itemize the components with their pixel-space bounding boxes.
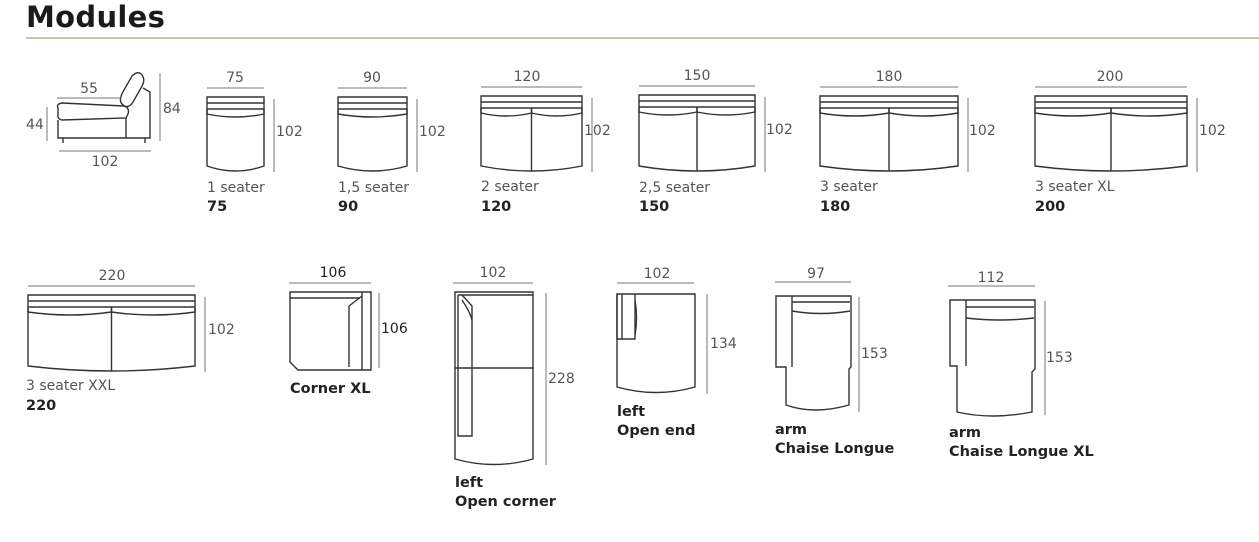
module-code: 75 <box>207 199 228 215</box>
seat-cushion <box>530 108 583 117</box>
side-legs <box>62 138 146 143</box>
side-seat-cushion <box>56 102 130 121</box>
seat-cushion <box>206 109 265 118</box>
module-code: 220 <box>26 398 57 414</box>
seat-cushion <box>819 108 890 117</box>
module-depth: 153 <box>1046 350 1073 366</box>
corner-back <box>348 292 363 370</box>
module-width: 112 <box>977 270 1005 286</box>
module-depth: 102 <box>419 124 446 140</box>
side-height: 84 <box>163 101 181 117</box>
side-frame <box>57 87 151 139</box>
module-outline <box>1034 95 1188 172</box>
seat-cushion <box>1110 108 1188 117</box>
seat-cushion <box>888 108 959 117</box>
module-depth: 102 <box>766 122 793 138</box>
module-outline <box>616 293 696 394</box>
module-name: 1 seater <box>207 180 265 196</box>
module-code: 200 <box>1035 199 1066 215</box>
module-outline <box>337 96 408 172</box>
seat-cushion <box>638 107 698 116</box>
module-outline <box>819 95 959 172</box>
module-outline <box>289 291 372 371</box>
module-depth: 102 <box>584 123 611 139</box>
side-backrest <box>119 72 145 108</box>
module-name: Open end <box>617 423 696 439</box>
module-depth: 106 <box>381 321 408 337</box>
side-seat-height: 44 <box>26 117 44 133</box>
module-outline <box>480 95 583 172</box>
seat-cushion <box>27 307 113 316</box>
module-name: Chaise Longue <box>775 441 895 457</box>
module-side: left <box>617 404 646 420</box>
module-depth: 102 <box>969 123 996 139</box>
module-name: 3 seater <box>820 179 878 195</box>
module-depth: 102 <box>208 322 235 338</box>
module-width: 97 <box>807 266 825 282</box>
module-depth: 153 <box>861 346 888 362</box>
seat-cushion <box>480 108 533 117</box>
backrest-line <box>791 301 851 315</box>
module-outline <box>775 295 852 411</box>
module-name: 3 seater XL <box>1035 179 1115 195</box>
module-name: 2 seater <box>481 179 539 195</box>
module-code: 120 <box>481 199 512 215</box>
module-width: 102 <box>479 265 507 281</box>
module-outline <box>206 96 265 172</box>
module-width: 200 <box>1096 69 1124 85</box>
backrest-line <box>965 306 1035 321</box>
module-depth: 102 <box>1199 123 1226 139</box>
module-depth: 228 <box>548 371 575 387</box>
module-depth: 102 <box>276 124 303 140</box>
armrest <box>616 294 636 340</box>
module-width: 102 <box>643 266 671 282</box>
module-depth: 134 <box>710 336 737 352</box>
module-width: 220 <box>98 268 126 284</box>
module-width: 120 <box>513 69 541 85</box>
module-width: 150 <box>683 68 711 84</box>
module-name: Open corner <box>455 494 556 510</box>
module-side: arm <box>775 422 808 438</box>
armrest <box>457 294 533 437</box>
module-code: 180 <box>820 199 851 215</box>
seat-cushion <box>337 109 408 118</box>
seat-cushion <box>1034 108 1112 117</box>
side-seat-depth: 55 <box>80 81 98 97</box>
seat-cushion <box>110 307 196 316</box>
module-code: 90 <box>338 199 359 215</box>
module-name: Chaise Longue XL <box>949 444 1094 460</box>
module-outline <box>454 291 534 466</box>
module-name: 1,5 seater <box>338 180 410 196</box>
module-name: 3 seater XXL <box>26 378 116 394</box>
page-title: Modules <box>26 0 166 34</box>
module-outline <box>638 94 756 172</box>
module-name: Corner XL <box>290 381 371 397</box>
module-side: left <box>455 475 484 491</box>
module-outline <box>27 294 196 372</box>
module-width: 106 <box>319 265 347 281</box>
module-width: 180 <box>875 69 903 85</box>
title-divider <box>26 37 1259 39</box>
module-name: 2,5 seater <box>639 180 711 196</box>
side-depth: 102 <box>91 154 119 170</box>
module-code: 150 <box>639 199 670 215</box>
armrest-curve <box>634 299 638 336</box>
seat-cushion <box>696 107 756 116</box>
armrest-curve <box>461 299 473 321</box>
module-width: 90 <box>363 70 381 86</box>
module-outline <box>949 299 1036 417</box>
module-side: arm <box>949 425 982 441</box>
module-width: 75 <box>226 70 244 86</box>
